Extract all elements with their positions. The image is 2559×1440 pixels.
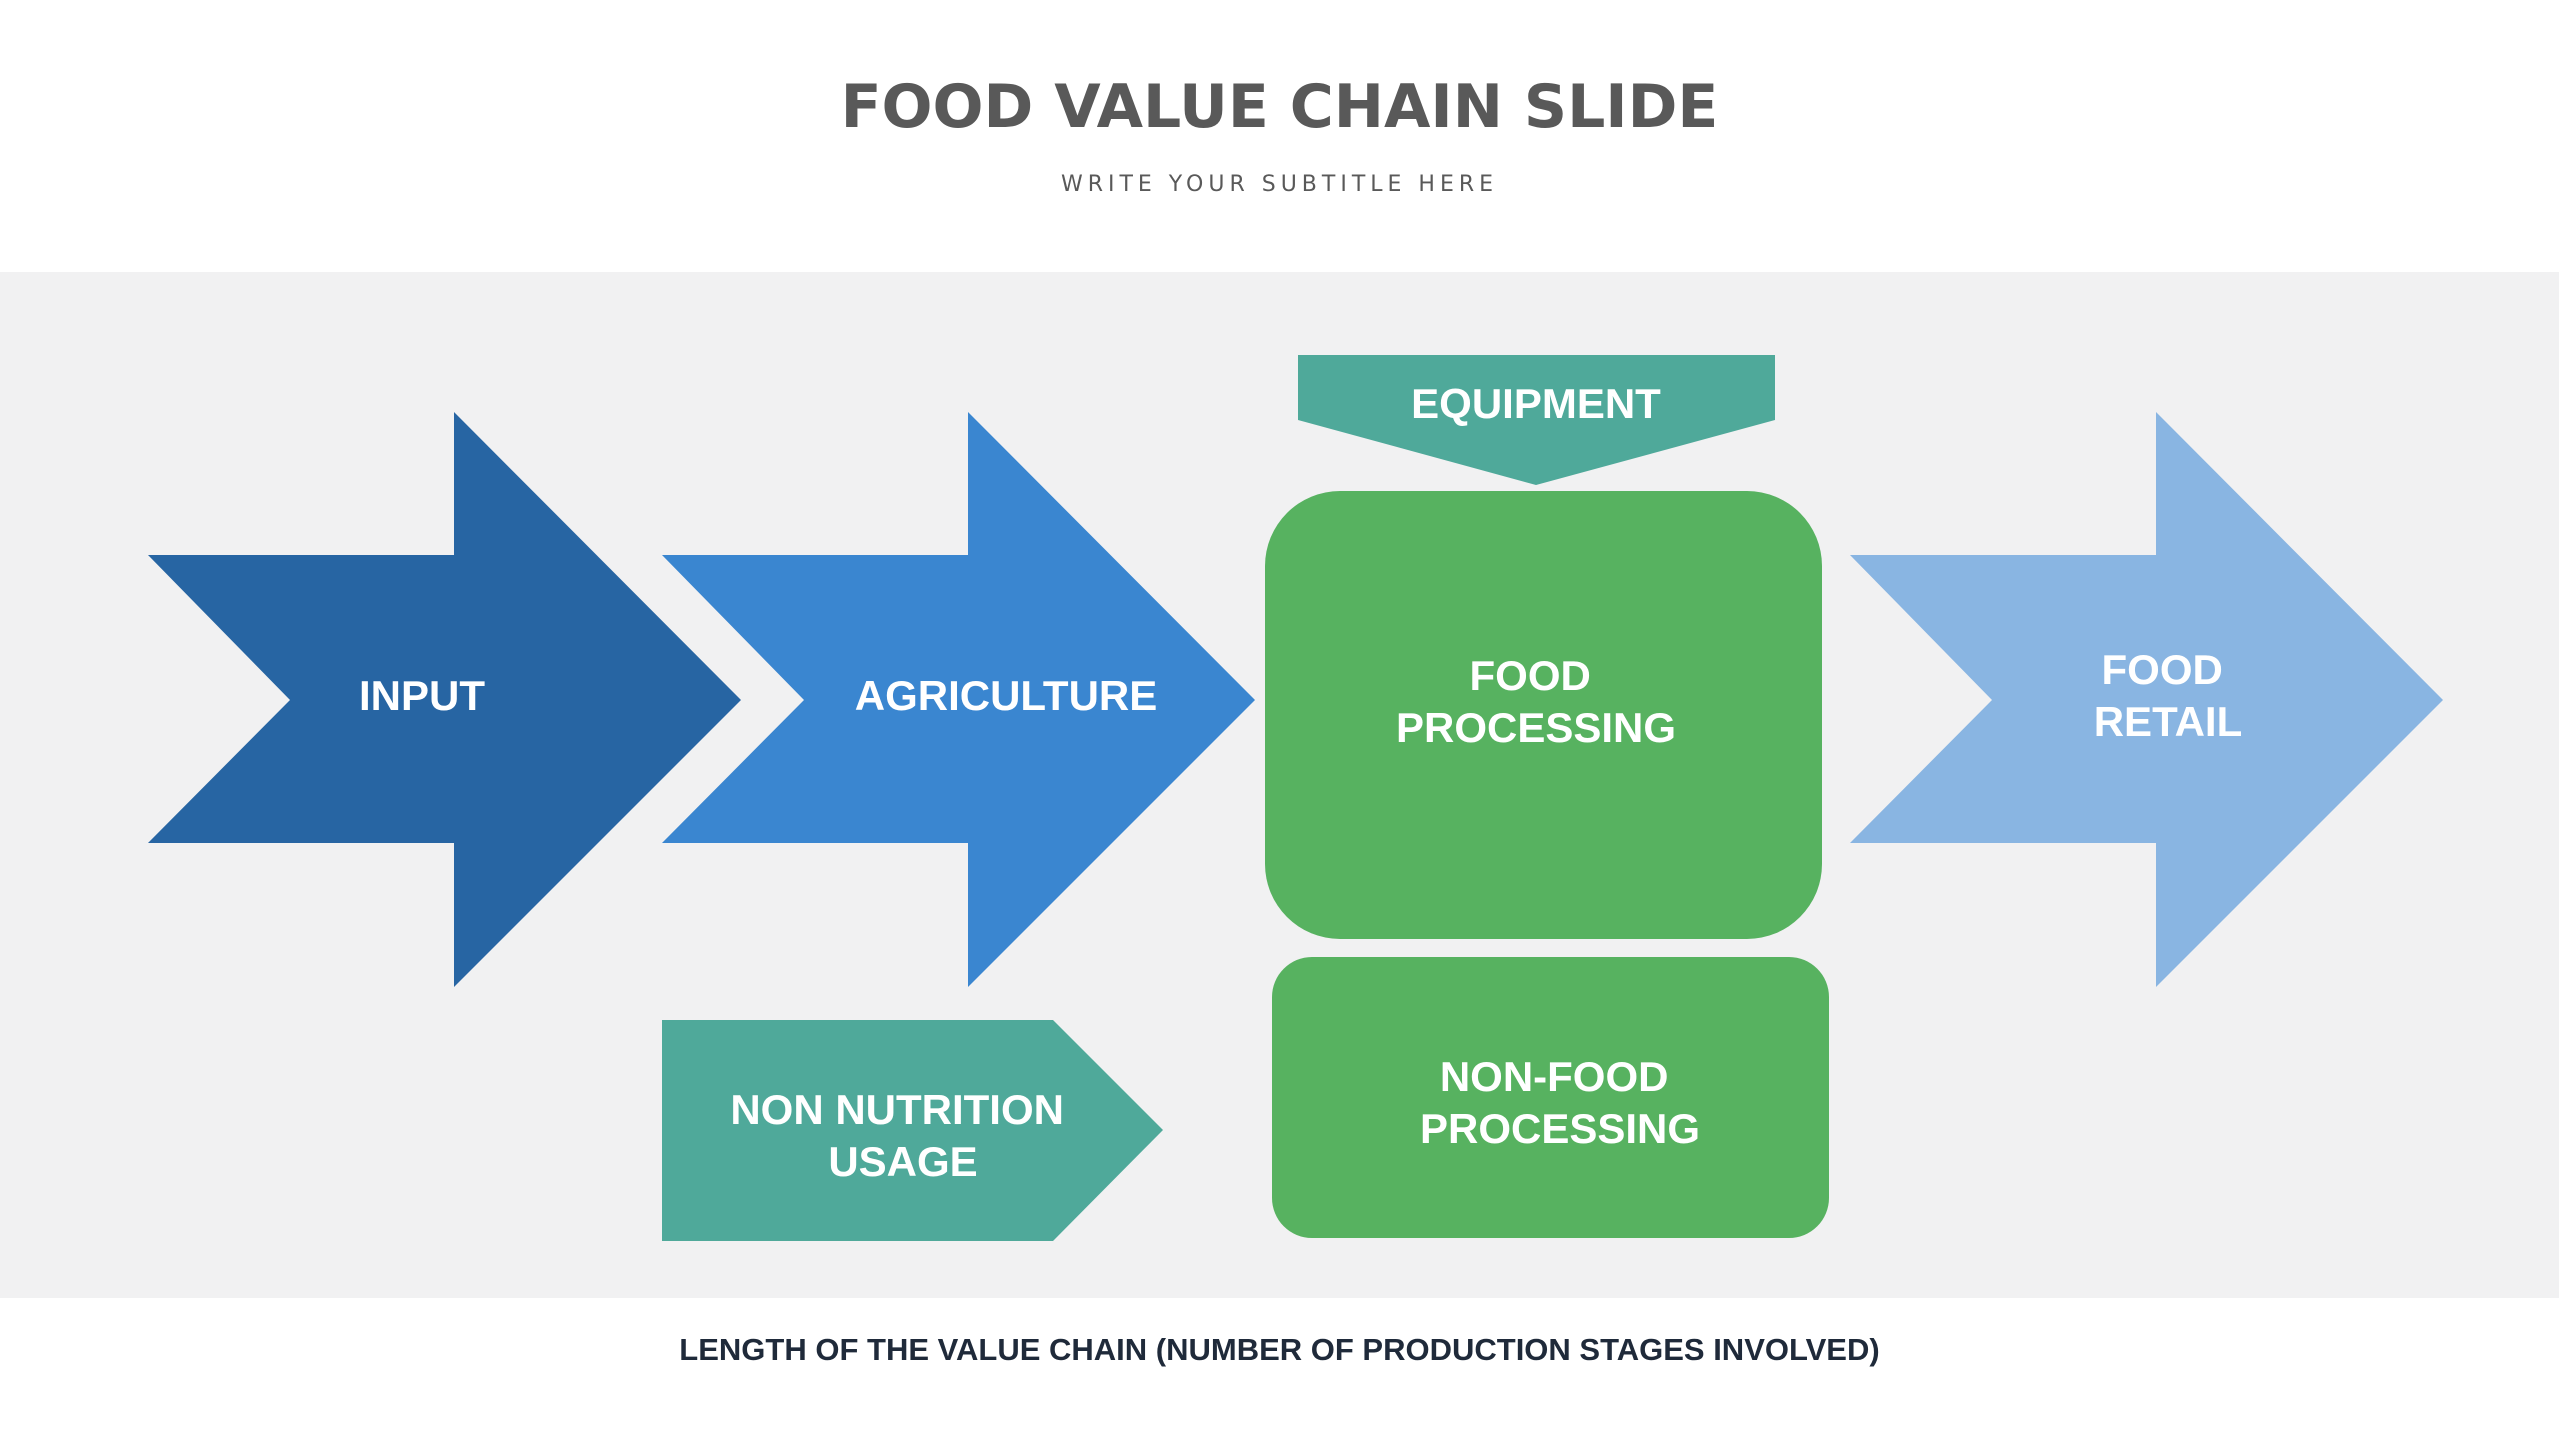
input-arrow-shape	[148, 412, 741, 987]
food-retail-line2: RETAIL	[2094, 698, 2243, 745]
non-nutrition-usage-tag: NON NUTRITION USAGE	[662, 1020, 1163, 1241]
equipment-banner: EQUIPMENT	[1298, 355, 1775, 485]
value-chain-caption: LENGTH OF THE VALUE CHAIN (NUMBER OF PRO…	[679, 1332, 1880, 1367]
food-retail-arrow-shape	[1850, 412, 2443, 987]
input-arrow: INPUT	[148, 412, 741, 987]
non-food-processing-shape	[1272, 957, 1829, 1238]
slide-title: FOOD VALUE CHAIN SLIDE	[840, 72, 1719, 142]
food-processing-label: FOOD PROCESSING	[1396, 652, 1676, 751]
input-label: INPUT	[359, 672, 485, 719]
food-processing-line1: FOOD	[1470, 652, 1591, 699]
non-food-processing-box: NON-FOOD PROCESSING	[1272, 957, 1829, 1238]
non-food-processing-label: NON-FOOD PROCESSING	[1420, 1053, 1700, 1152]
non-food-processing-line1: NON-FOOD	[1440, 1053, 1669, 1100]
agriculture-arrow: AGRICULTURE	[662, 412, 1255, 987]
non-nutrition-usage-shape	[662, 1020, 1163, 1241]
agriculture-arrow-shape	[662, 412, 1255, 987]
slide-subtitle: WRITE YOUR SUBTITLE HERE	[1060, 172, 1499, 197]
non-nutrition-usage-line2: USAGE	[828, 1138, 977, 1185]
food-processing-box: FOOD PROCESSING	[1265, 491, 1822, 939]
food-processing-shape	[1265, 491, 1822, 939]
equipment-banner-shape	[1298, 355, 1775, 485]
food-retail-label: FOOD RETAIL	[2094, 646, 2243, 745]
equipment-label: EQUIPMENT	[1411, 380, 1661, 427]
food-processing-line2: PROCESSING	[1396, 704, 1676, 751]
agriculture-label: AGRICULTURE	[855, 672, 1158, 719]
non-nutrition-usage-label: NON NUTRITION USAGE	[730, 1086, 1075, 1185]
non-food-processing-line2: PROCESSING	[1420, 1105, 1700, 1152]
food-retail-arrow: FOOD RETAIL	[1850, 412, 2443, 987]
non-nutrition-usage-line1: NON NUTRITION	[730, 1086, 1064, 1133]
food-retail-line1: FOOD	[2102, 646, 2223, 693]
